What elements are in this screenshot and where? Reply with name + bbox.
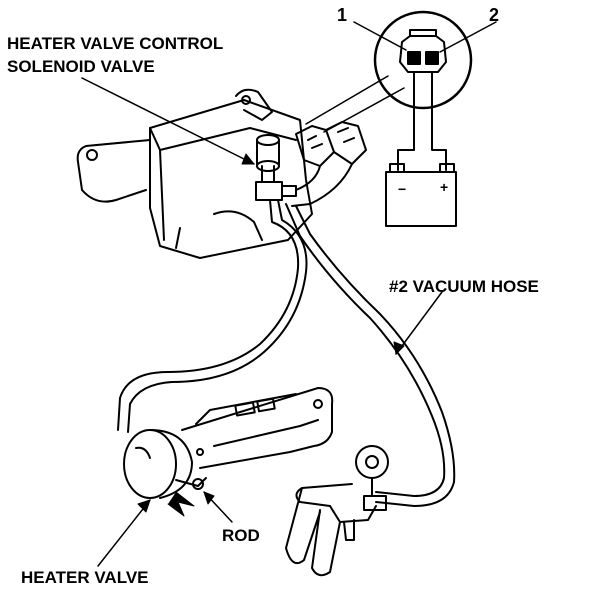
vacuum-pump: [285, 445, 389, 577]
hoses: [117, 199, 456, 507]
rod-arrowhead: [203, 491, 215, 505]
rod-label: ROD: [222, 526, 260, 545]
battery-minus-label: −: [398, 181, 407, 197]
rod-push-arrow: [167, 491, 195, 517]
electrical-connectors: [291, 121, 367, 207]
solenoid-bracket-assembly: [76, 88, 313, 259]
solenoid-arrowhead: [241, 153, 255, 165]
battery-plus-label: +: [440, 179, 449, 195]
pin-leaders: [353, 21, 497, 53]
vacuum-hose-label: #2 VACUUM HOSE: [389, 277, 539, 296]
battery: [385, 107, 457, 227]
heater-valve-leader: [97, 499, 151, 567]
heater-valve-assembly: [123, 387, 334, 499]
heater-valve-arrowhead: [137, 499, 151, 513]
callout-leaders: [305, 75, 405, 133]
connector-magnifier: [373, 10, 473, 110]
vacuum-hose-leader: [395, 291, 443, 355]
vacuum-hose-arrowhead: [393, 341, 405, 355]
solenoid-label-line2: SOLENOID VALVE: [7, 57, 155, 76]
solenoid-valve: [255, 134, 297, 201]
solenoid-leader: [81, 77, 255, 165]
pin-1-label: 1: [337, 5, 348, 25]
heater-valve-label: HEATER VALVE: [21, 568, 149, 587]
solenoid-label-line1: HEATER VALVE CONTROL: [7, 34, 224, 53]
pin-2-label: 2: [489, 5, 500, 25]
